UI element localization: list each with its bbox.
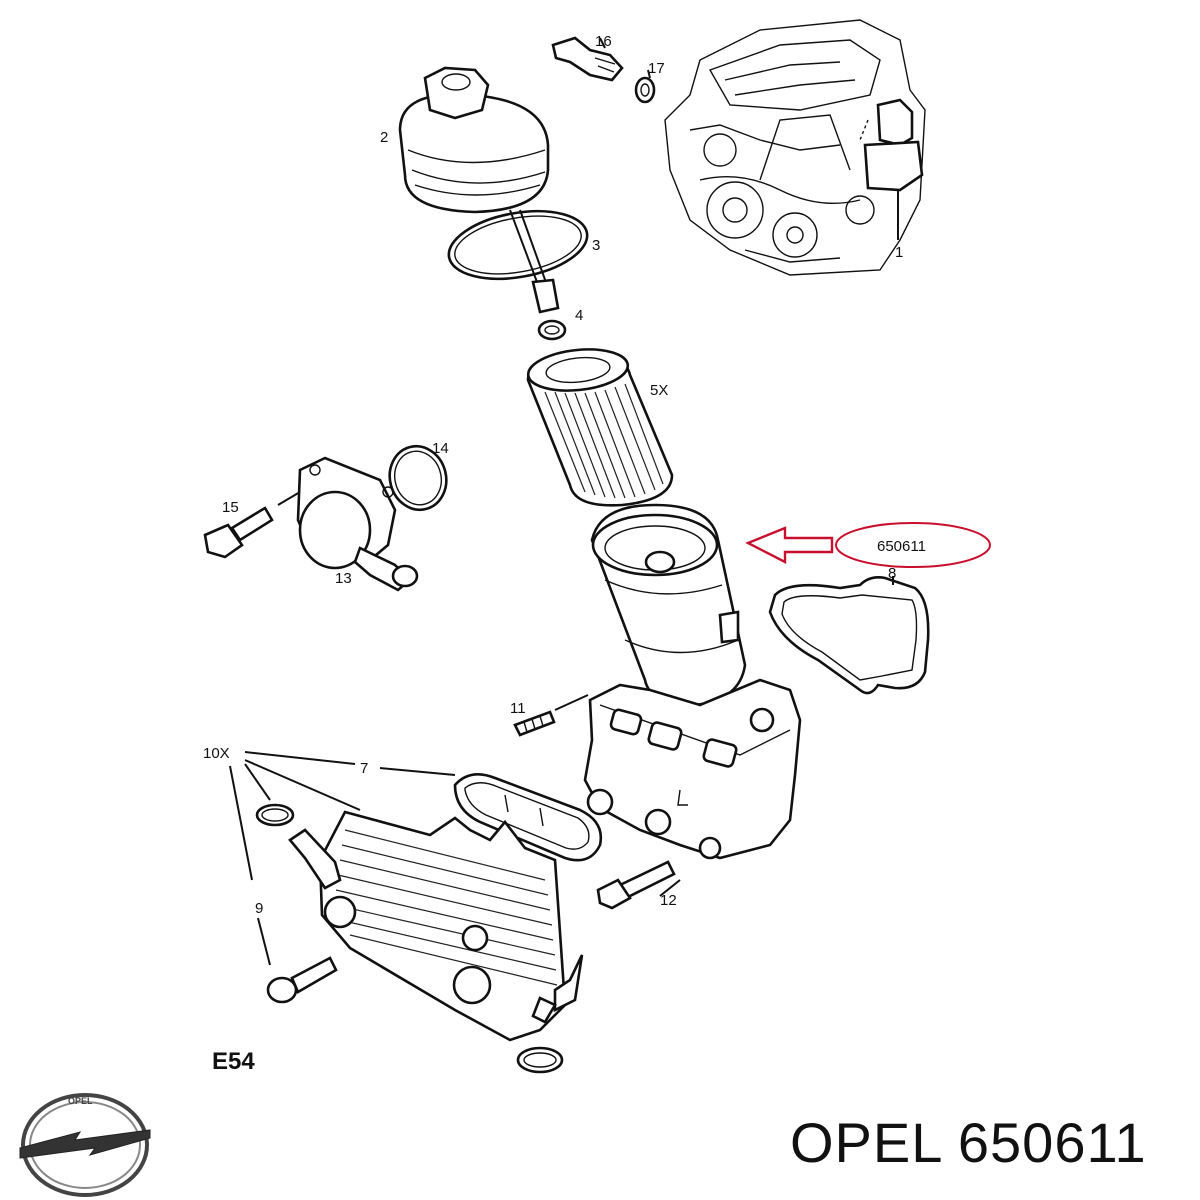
leader-lines	[229, 751, 456, 966]
label-part-8: 8	[888, 565, 896, 582]
cooler-mount-bolt	[266, 956, 338, 1004]
oil-pressure-sensor	[551, 36, 624, 82]
label-part-3: 3	[592, 237, 600, 254]
housing-bolt	[203, 491, 301, 559]
label-part-11: 11	[510, 700, 526, 717]
label-part-1: 1	[895, 244, 903, 261]
callout-part-number: 650611	[877, 538, 926, 555]
label-part-10x: 10X	[203, 745, 230, 762]
label-part-4: 4	[575, 307, 583, 324]
label-part-5x: 5X	[650, 382, 668, 399]
section-code: E54	[212, 1048, 255, 1075]
brand-part-caption: OPEL 650611	[790, 1110, 1147, 1175]
thermostat-o-ring	[388, 444, 448, 512]
cooler-gasket	[453, 773, 603, 862]
hose-clamp-lower	[516, 1046, 564, 1074]
oil-cooler	[288, 810, 584, 1042]
oil-filter-housing	[590, 503, 747, 707]
label-part-13: 13	[335, 570, 352, 587]
mounting-stud	[513, 694, 589, 737]
sensor-washer	[634, 69, 656, 104]
small-o-ring	[537, 319, 567, 341]
label-part-2: 2	[380, 129, 388, 146]
label-part-12: 12	[660, 892, 677, 909]
label-part-17: 17	[648, 60, 665, 77]
oil-filter-element	[526, 348, 674, 507]
oil-filter-cap	[398, 66, 560, 314]
logo-wordmark: OPEL	[68, 1096, 93, 1106]
cooler-bolt	[596, 860, 681, 910]
label-part-9: 9	[255, 900, 263, 917]
label-part-14: 14	[432, 440, 449, 457]
engine-illustration	[664, 19, 926, 276]
oil-filter-body	[583, 678, 802, 860]
housing-gasket	[768, 576, 930, 695]
part-callout	[745, 522, 991, 568]
caption-brand: OPEL	[790, 1111, 942, 1174]
opel-blitz-logo-icon: OPEL	[19, 1093, 151, 1197]
label-part-7: 7	[360, 760, 368, 777]
label-part-16: 16	[595, 33, 612, 50]
cap-o-ring	[447, 209, 589, 281]
thermostat-housing	[296, 456, 419, 592]
callout-ellipse	[835, 522, 991, 568]
label-part-15: 15	[222, 499, 239, 516]
hose-clamp-upper	[255, 803, 295, 827]
caption-part-number: 650611	[957, 1111, 1147, 1174]
